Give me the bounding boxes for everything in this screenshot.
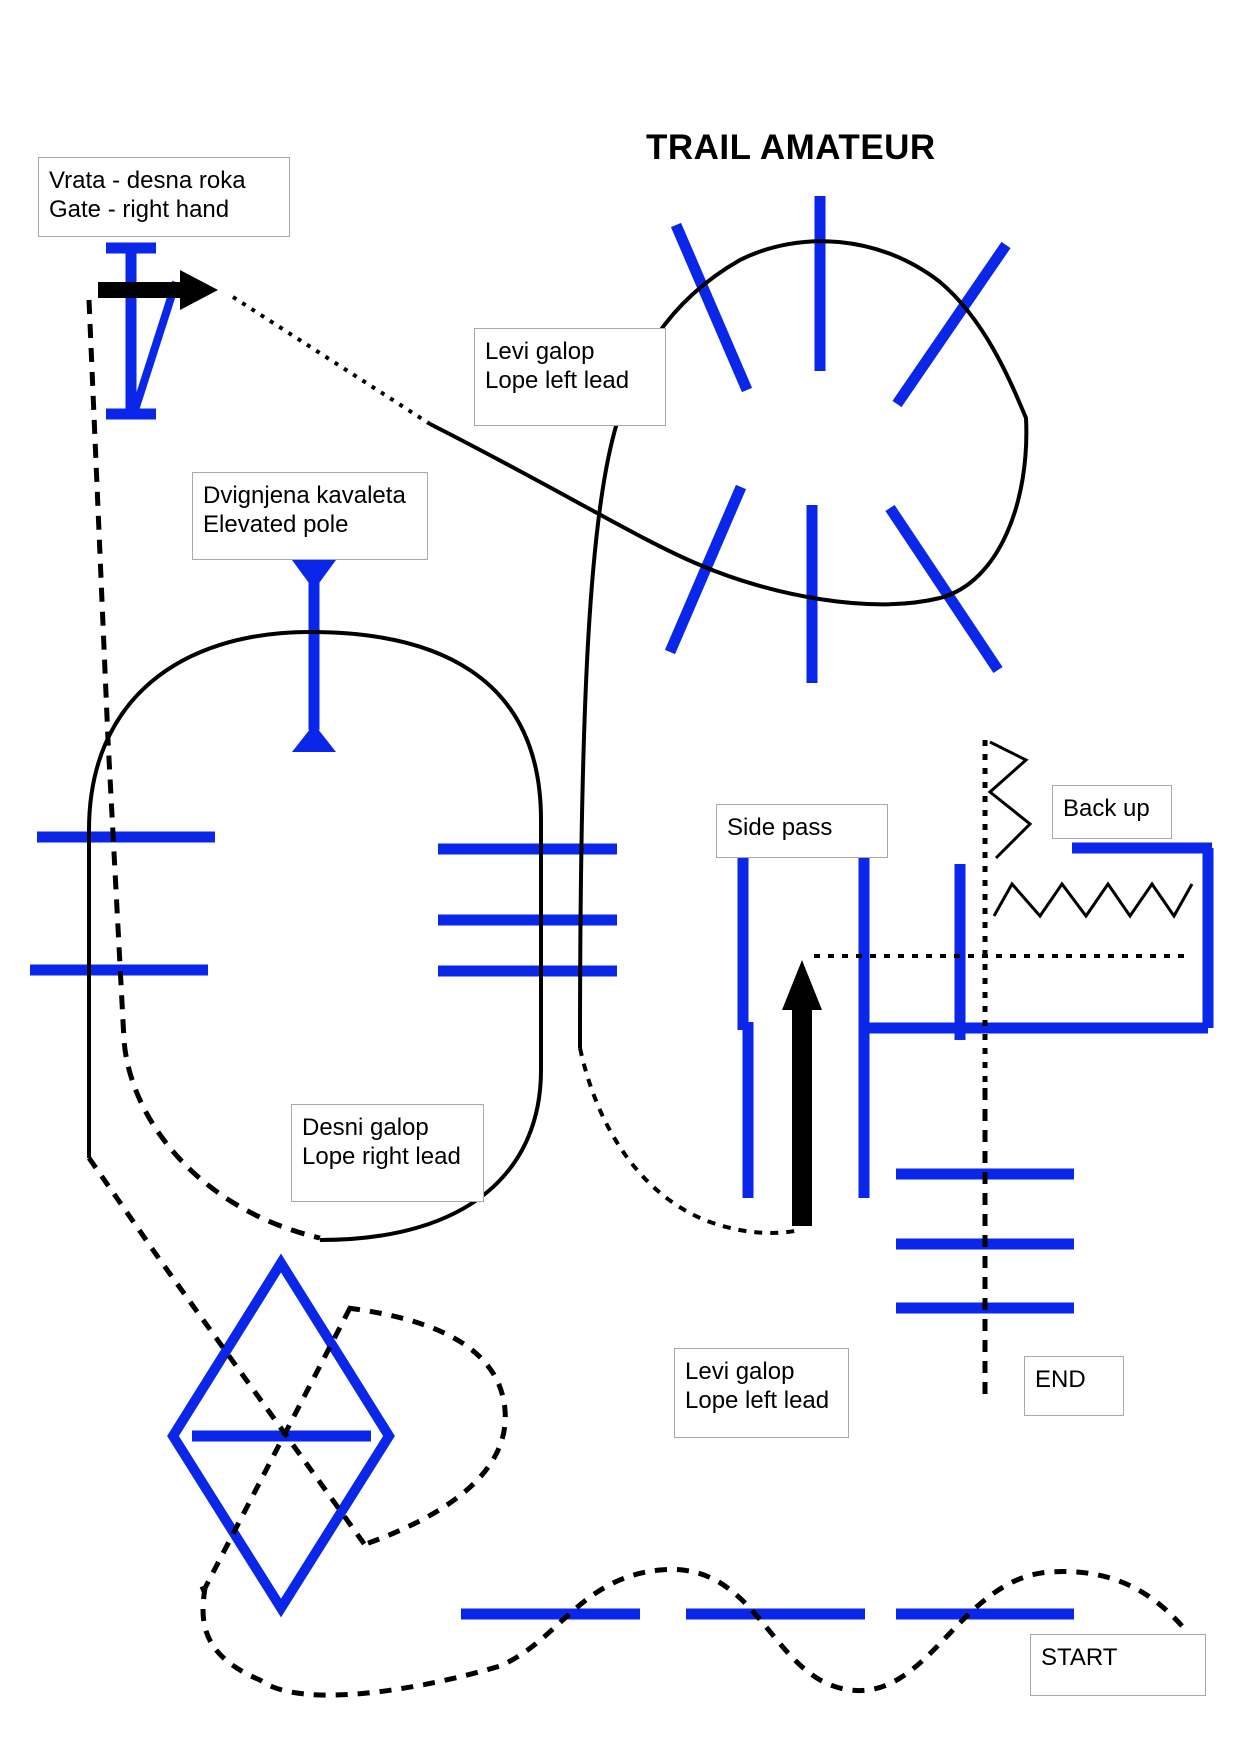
label-lope-left-bottom: Levi galop Lope left lead [674, 1348, 849, 1438]
sidepass-arrow-icon [782, 960, 822, 1226]
backup-zigzag-vertical [987, 740, 1033, 860]
label-lope-right-line1: Desni galop [302, 1114, 429, 1141]
label-elevated-pole: Dvignjena kavaleta Elevated pole [192, 472, 428, 560]
fan-poles [664, 196, 1011, 683]
label-lope-right-line2: Lope right lead [302, 1143, 461, 1170]
path-to-diamond [86, 1156, 368, 1547]
label-elevated-pole-line2: Elevated pole [203, 511, 349, 538]
label-lope-left-bottom-line2: Lope left lead [685, 1387, 830, 1414]
path-oval-loop [87, 629, 543, 1242]
label-side-pass-line1: Side pass [727, 814, 833, 841]
label-lope-left-top: Levi galop Lope left lead [474, 328, 666, 426]
gate-obstacle [106, 242, 180, 420]
label-lope-left-top-line2: Lope left lead [485, 367, 630, 394]
label-end-line1: END [1035, 1366, 1086, 1393]
path-oval-to-sidepass [578, 1047, 801, 1235]
label-gate: Vrata - desna roka Gate - right hand [38, 157, 290, 237]
label-lope-left-top-line1: Levi galop [485, 338, 595, 365]
label-back-up: Back up [1052, 785, 1172, 839]
label-lope-left-bottom-line1: Levi galop [685, 1358, 795, 1385]
path-left-dashed [86, 299, 321, 1241]
backup-zigzag-horizontal [992, 881, 1194, 919]
diamond-obstacle [167, 1253, 395, 1618]
path-gate-dotted [231, 295, 432, 426]
page-title: TRAIL AMATEUR [646, 128, 936, 167]
label-end: END [1024, 1356, 1124, 1416]
label-gate-line1: Vrata - desna roka [49, 167, 246, 194]
center-poles [438, 843, 617, 977]
label-gate-line2: Gate - right hand [49, 196, 230, 223]
label-start-line1: START [1041, 1644, 1118, 1671]
path-to-fan [429, 239, 1029, 1049]
elevated-pole-obstacle [292, 560, 336, 752]
label-lope-right: Desni galop Lope right lead [291, 1104, 484, 1202]
path-diamond-loop [347, 1305, 508, 1549]
label-start: START [1030, 1634, 1206, 1696]
label-side-pass: Side pass [716, 804, 888, 858]
left-poles [30, 831, 215, 976]
label-back-up-line1: Back up [1063, 795, 1150, 822]
label-elevated-pole-line1: Dvignjena kavaleta [203, 482, 406, 509]
side-pass-obstacle [737, 842, 1214, 1198]
gate-arrow-icon [98, 270, 218, 310]
